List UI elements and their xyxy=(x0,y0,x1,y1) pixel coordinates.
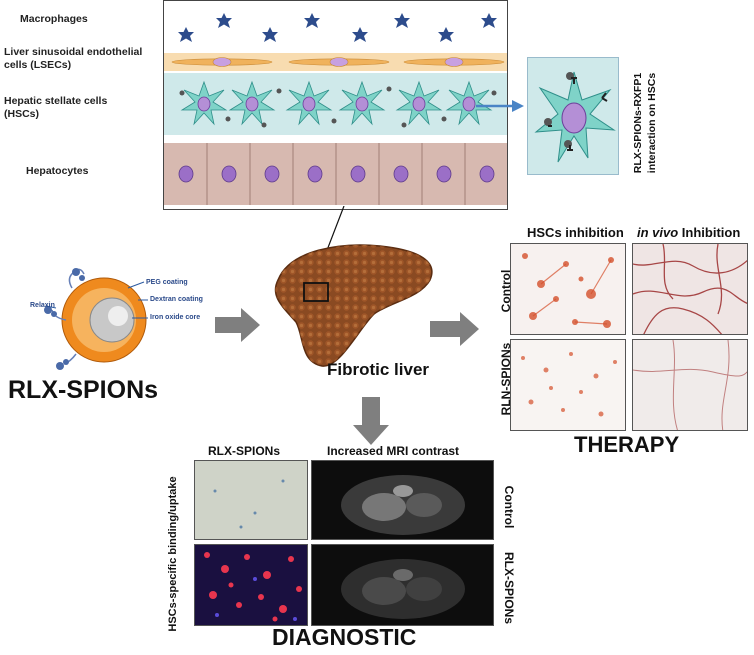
therapy-col2-rest: Inhibition xyxy=(678,225,741,240)
hsc-cell-closeup xyxy=(534,71,616,163)
macrophage-row xyxy=(178,13,497,42)
arrow-down-icon xyxy=(353,397,389,445)
label-macrophages: Macrophages xyxy=(20,13,88,25)
macrophage-cell xyxy=(352,27,368,42)
diagnostic-img-control-uptake xyxy=(194,460,308,540)
relaxin-molecules xyxy=(44,268,85,370)
liver-layers-illustration xyxy=(164,13,507,205)
therapy-col2-italic: in vivo xyxy=(637,225,679,240)
arrow-right-icon xyxy=(215,308,260,342)
therapy-img-invivo-rln xyxy=(632,339,748,431)
diagnostic-col2-header: Increased MRI contrast xyxy=(327,444,460,458)
rxfp1-label-line1: RLX-SPIONs-RXFP1 xyxy=(632,72,644,174)
diagnostic-row1-label: Control xyxy=(502,485,516,529)
blue-arrow-icon xyxy=(476,100,524,112)
therapy-title: THERAPY xyxy=(574,432,680,457)
macrophage-cell xyxy=(262,27,278,42)
liver-layers-panel xyxy=(163,0,508,210)
macrophage-cell xyxy=(481,13,497,28)
macrophage-cell xyxy=(178,27,194,42)
macrophage-cell xyxy=(438,27,454,42)
diagnostic-mri-rlx xyxy=(311,544,494,626)
diagnostic-title: DIAGNOSTIC xyxy=(272,624,417,650)
hepatocyte-nuclei xyxy=(178,165,495,183)
label-hsc-line2: (HSCs) xyxy=(4,108,40,120)
label-lsec-line2: cells (LSECs) xyxy=(4,59,72,71)
macrophage-cell xyxy=(394,13,410,28)
fibrotic-liver-illustration xyxy=(274,244,433,367)
rxfp1-interaction-label: RLX-SPIONs-RXFP1 interaction on HSCs xyxy=(631,58,659,188)
label-dextran: Dextran coating xyxy=(150,296,203,303)
macrophage-cell xyxy=(216,13,232,28)
label-hepatocytes: Hepatocytes xyxy=(26,165,89,177)
label-relaxin: Relaxin xyxy=(30,302,55,309)
diagnostic-row2-label: RLX-SPIONs xyxy=(502,551,516,624)
nanoparticle-dots xyxy=(179,86,497,128)
therapy-img-invivo-control xyxy=(632,243,748,335)
diagnostic-col1-header: RLX-SPIONs xyxy=(208,444,281,458)
label-hsc-line1: Hepatic stellate cells xyxy=(4,95,108,107)
zoom-box xyxy=(303,282,329,302)
rxfp1-label-line2: interaction on HSCs xyxy=(646,72,658,174)
therapy-img-hsc-rln xyxy=(510,339,626,431)
label-peg: PEG coating xyxy=(146,279,188,286)
therapy-img-hsc-control xyxy=(510,243,626,335)
diagnostic-mri-control xyxy=(311,460,494,540)
therapy-col2-header: in vivo Inhibition xyxy=(637,225,740,240)
diagnostic-left-vertical: HSCs-specific binding/uptake xyxy=(167,476,179,632)
hsc-cells xyxy=(180,80,493,126)
rxfp1-interaction-box xyxy=(527,57,619,175)
therapy-col1-header: HSCs inhibition xyxy=(527,225,624,240)
fibrotic-liver-label: Fibrotic liver xyxy=(327,360,430,379)
macrophage-cell xyxy=(304,13,320,28)
label-lsec-line1: Liver sinusoidal endothelial xyxy=(4,46,143,58)
label-core: Iron oxide core xyxy=(150,314,201,321)
diagnostic-img-rlx-uptake xyxy=(194,544,308,626)
rlx-spion-particle xyxy=(44,268,148,370)
rlx-spions-title: RLX-SPIONs xyxy=(8,376,159,404)
arrow-right-icon xyxy=(430,312,479,346)
hsc-band xyxy=(164,73,507,135)
